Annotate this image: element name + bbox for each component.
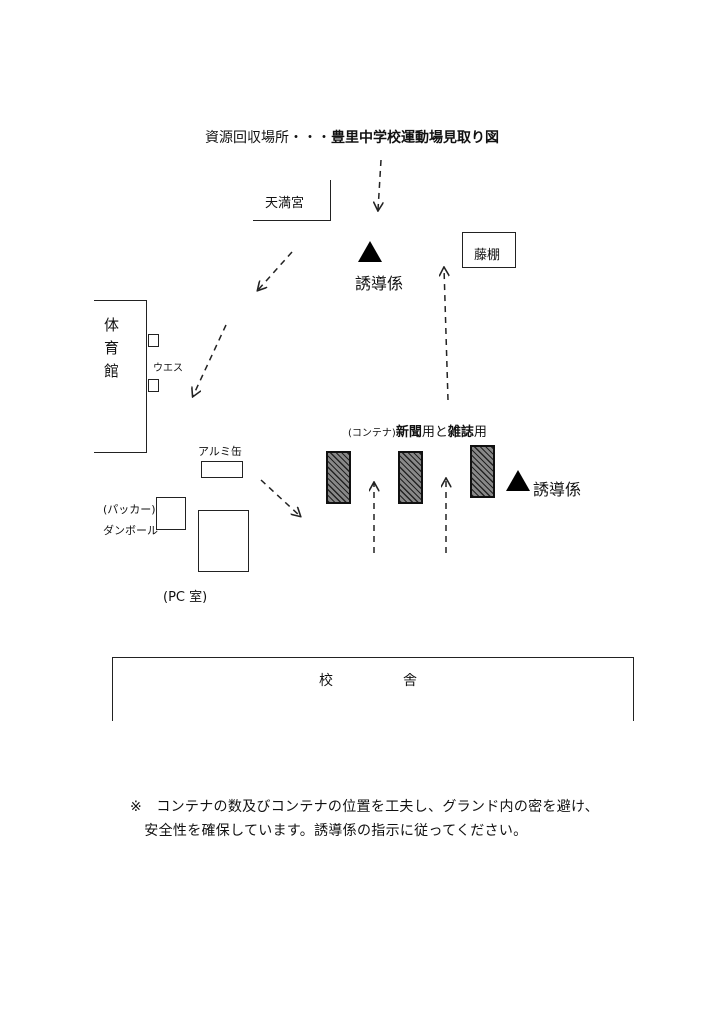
pc-room-box (198, 510, 249, 572)
aluminum-label: アルミ缶 (198, 445, 242, 458)
containers-label: (コンテナ)新聞用と雑誌用 (348, 421, 487, 440)
fujidana-label: 藤棚 (474, 248, 501, 263)
containers-newspaper: 新聞 (395, 425, 422, 440)
fujidana-box: 藤棚 (462, 232, 516, 268)
arrow-to-gym-bottom (193, 324, 227, 396)
containers-suffix: 用 (473, 425, 487, 440)
title-prefix: 資源回収場所・・・ (205, 130, 331, 146)
packer-box (156, 497, 186, 530)
container-newspaper-1 (326, 451, 351, 504)
waste-box-top (148, 334, 159, 347)
container-newspaper-2 (398, 451, 423, 504)
aluminum-box (201, 461, 243, 478)
notice-line-1: ※ コンテナの数及びコンテナの位置を工夫し、グランド内の密を避け、 (130, 799, 599, 815)
guide-top-label: 誘導係 (355, 274, 404, 293)
containers-magazine: 雑誌 (447, 425, 474, 440)
arrow-to-gym-top (258, 251, 293, 290)
map-title: 資源回収場所・・・豊里中学校運動場見取り図 (205, 127, 499, 147)
arrow-to-fujidana (444, 268, 448, 401)
arrow-to-containers (260, 479, 300, 516)
arrow-from-title (378, 159, 381, 210)
guide-right-label: 誘導係 (533, 480, 582, 499)
waste-box-bottom (148, 379, 159, 392)
packer-label-line1: (パッカー) (103, 503, 156, 516)
guide-top-marker (358, 241, 382, 262)
guide-right-marker (506, 470, 530, 491)
notice: ※ コンテナの数及びコンテナの位置を工夫し、グランド内の密を避け、 安全性を確保… (130, 795, 599, 843)
containers-middle: 用と (421, 425, 448, 440)
title-main: 豊里中学校運動場見取り図 (331, 130, 499, 146)
pc-room-label: (PC 室) (163, 590, 208, 605)
school-building: 校 舎 (112, 657, 634, 721)
gym-building: 体育館 (94, 300, 147, 453)
container-magazine (470, 445, 495, 498)
notice-line-2: 安全性を確保しています。誘導係の指示に従ってください。 (130, 823, 528, 839)
containers-prefix: (コンテナ) (348, 428, 396, 439)
packer-label-line2: ダンボール (103, 524, 158, 537)
school-building-label: 校 舎 (319, 673, 417, 689)
tenmangu-label: 天満宮 (265, 196, 305, 211)
waste-label: ウエス (153, 363, 183, 374)
gym-label: 体育館 (102, 317, 120, 386)
tenmangu-area: 天満宮 (253, 180, 331, 221)
